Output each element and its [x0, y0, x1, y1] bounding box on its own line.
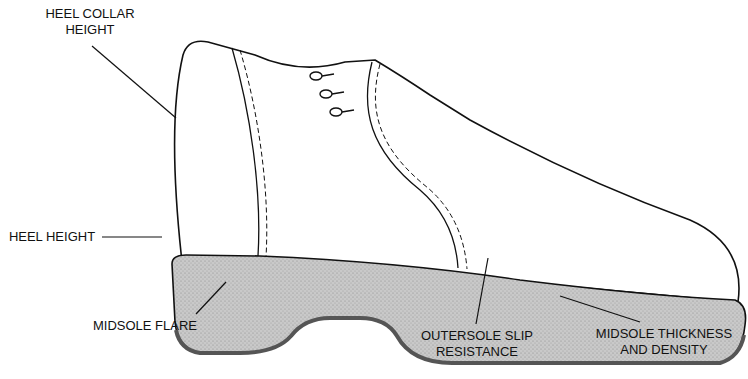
quarter-stitch: [375, 64, 467, 269]
outsole-band: [176, 318, 744, 363]
midsole-flare-label: MIDSOLE FLARE: [80, 318, 210, 334]
heel-counter-stitch: [240, 50, 267, 257]
heel-collar-label: HEEL COLLAR HEIGHT: [30, 6, 150, 38]
leader-lines: [92, 46, 640, 324]
midsole: [172, 255, 746, 363]
quarter-line: [367, 62, 458, 268]
outersole-label: OUTERSOLE SLIP RESISTANCE: [412, 328, 542, 360]
midsole-thickness-label: MIDSOLE THICKNESS AND DENSITY: [584, 326, 744, 358]
heel-height-label: HEEL HEIGHT: [4, 229, 100, 245]
eyelets: [310, 72, 354, 116]
heel-counter-line: [232, 48, 259, 256]
